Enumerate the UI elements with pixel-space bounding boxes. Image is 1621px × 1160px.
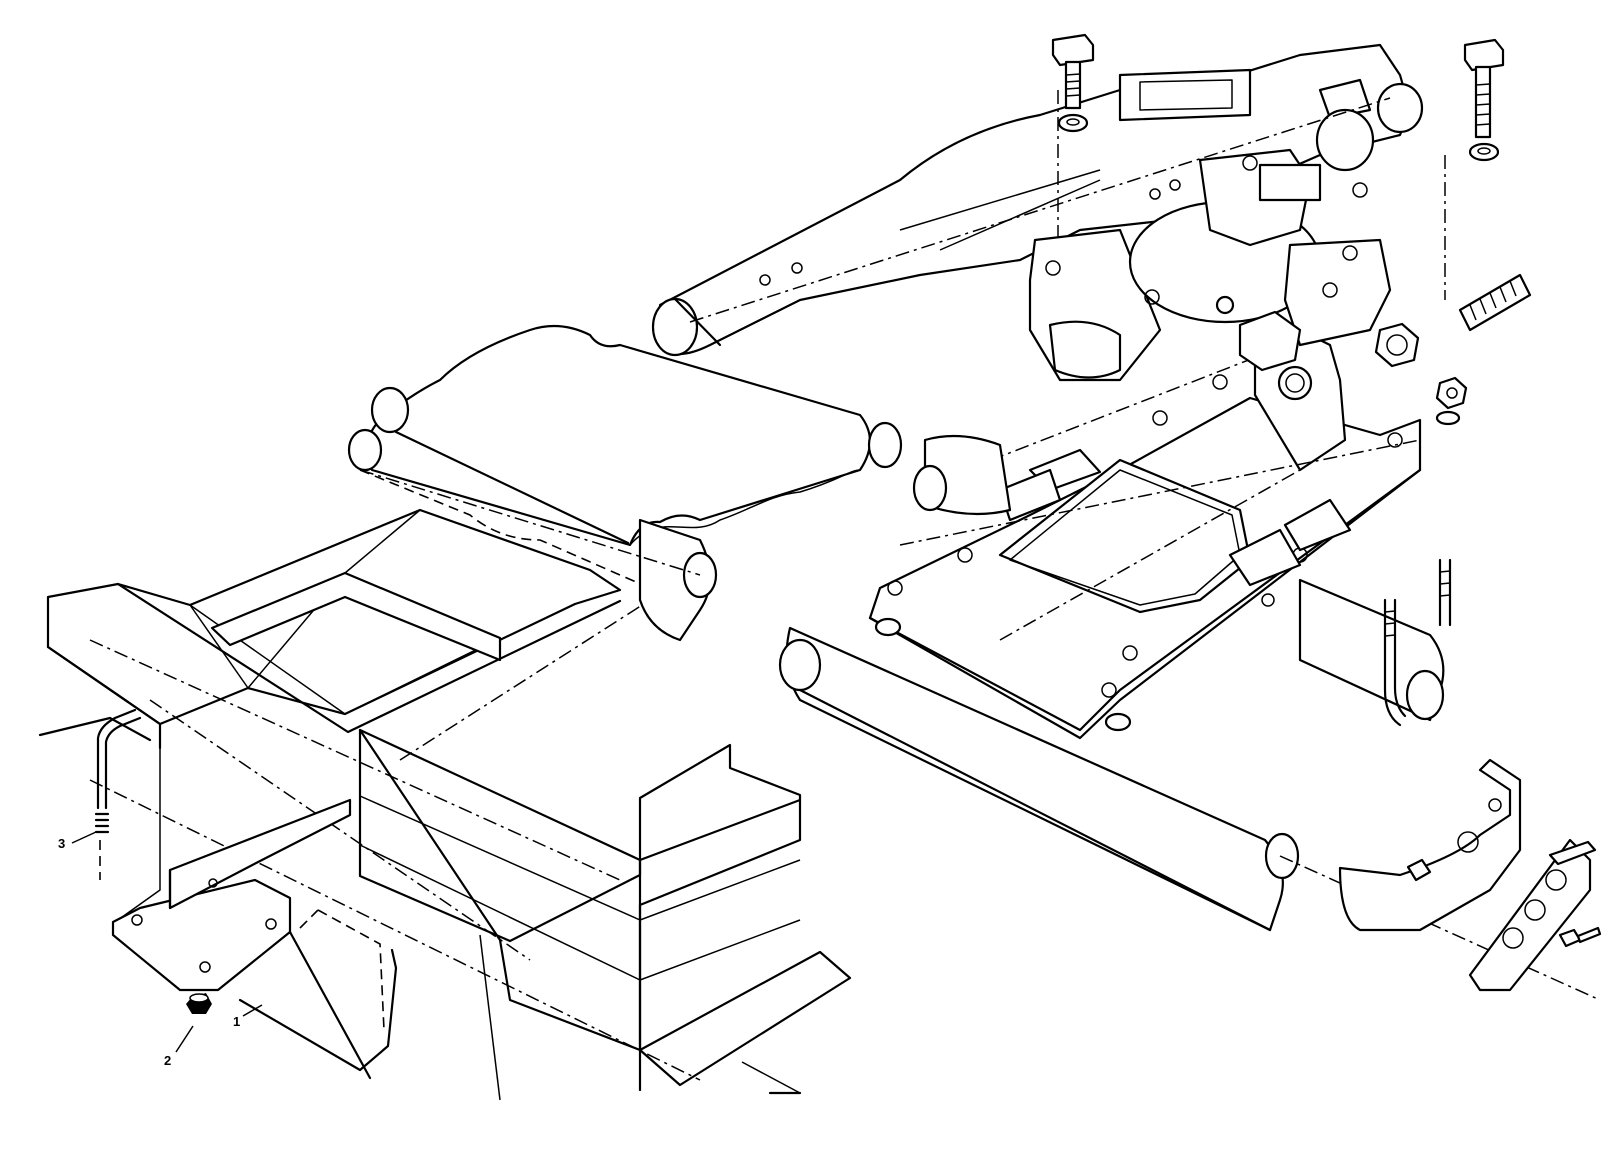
trunnion-block	[1028, 148, 1392, 382]
u-bolt-right	[1383, 558, 1452, 727]
strap-plate	[1468, 838, 1597, 992]
callout-2-label: 2	[164, 1053, 171, 1068]
hex-nut-large	[1374, 322, 1420, 368]
hex-nut-small	[1435, 376, 1468, 426]
mounting-plate	[111, 798, 398, 1080]
callout-3: 3	[58, 831, 97, 851]
axle-tube-lower-right	[778, 578, 1601, 1001]
cap-screw-right	[1463, 38, 1505, 162]
u-bolt	[94, 708, 142, 880]
pivot-pin-stub	[912, 434, 1012, 516]
base-plate	[868, 328, 1422, 740]
lift-arm-housing	[651, 43, 1446, 357]
stabilizer-bracket	[1338, 758, 1522, 932]
axle-tube-upper	[347, 324, 903, 611]
cap-screw-left	[1051, 33, 1095, 133]
lock-nut	[186, 993, 212, 1014]
axle-tube-lower-left	[359, 469, 718, 642]
small-screw	[1558, 926, 1602, 948]
callout-2: 2	[164, 1025, 194, 1068]
threaded-stud	[1458, 273, 1532, 332]
callout-1-label: 1	[233, 1014, 240, 1029]
callout-1: 1	[233, 1004, 263, 1029]
callout-3-label: 3	[58, 836, 65, 851]
frame-crossmember	[38, 508, 852, 1101]
